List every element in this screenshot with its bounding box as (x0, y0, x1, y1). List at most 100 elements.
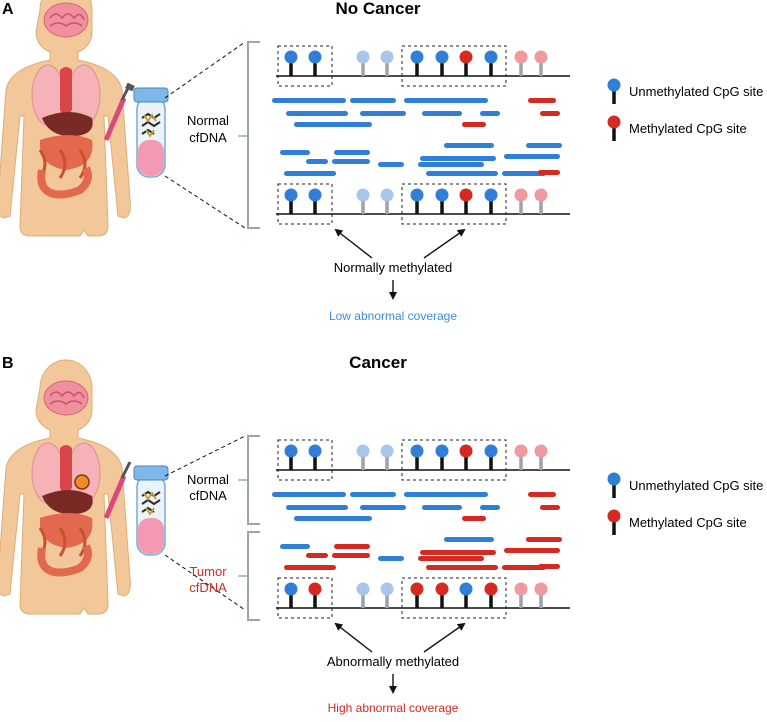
cfdna-fragment (306, 159, 328, 164)
unmethylated-cpg-site (410, 50, 424, 76)
cfdna-fragment (526, 143, 562, 148)
cfdna-fragment (360, 111, 406, 116)
cfdna-fragment (334, 544, 370, 549)
cfdna-fragment (422, 505, 462, 510)
cfdna-fragment (334, 150, 370, 155)
panel-b: B Cancer (0, 353, 570, 715)
panel-a-title: No Cancer (335, 0, 420, 18)
cfdna-fragment (462, 122, 486, 127)
legend-b-methylated-label: Methylated CpG site (629, 515, 747, 530)
cfdna-fragment (422, 111, 462, 116)
cfdna-fragment (526, 537, 562, 542)
cfdna-fragment (280, 150, 310, 155)
unmethylated-cpg-site (484, 444, 498, 470)
methylated-cpg-site (435, 582, 449, 608)
unmethylated-cpg-site (356, 50, 370, 76)
cfdna-fragment (272, 98, 346, 103)
cfdna-fragment (538, 564, 560, 569)
cfdna-fragment (502, 171, 546, 176)
cfdna-fragment (280, 544, 310, 549)
cfdna-fragment (332, 553, 370, 558)
unmethylated-cpg-site (284, 582, 298, 608)
cfdna-fragment (504, 548, 560, 553)
blood-tube (133, 87, 169, 178)
unmethylated-cpg-site (380, 444, 394, 470)
unmethylated-cpg-site (484, 50, 498, 76)
methylated-cpg-site (514, 444, 528, 470)
unmethylated-cpg-site (308, 188, 322, 214)
cfdna-fragment (538, 170, 560, 175)
cfdna-fragment (480, 111, 500, 116)
panel-a: A No Cancer (0, 0, 570, 323)
panel-b-top-cpg-sites (284, 444, 548, 470)
panel-b-annotation: Abnormally methylated (327, 654, 459, 669)
panel-a-cfdna-fragments (272, 98, 562, 176)
unmethylated-cpg-site (459, 582, 473, 608)
methylated-cpg-site (534, 444, 548, 470)
cfdna-fragment (462, 516, 486, 521)
methylated-legend-icon (607, 115, 621, 141)
methylated-legend-icon (607, 509, 621, 535)
methylated-cpg-site (459, 444, 473, 470)
unmethylated-cpg-site (380, 50, 394, 76)
unmethylated-cpg-site (435, 50, 449, 76)
methylated-cpg-site (484, 582, 498, 608)
cfdna-fragment (426, 171, 498, 176)
cfdna-fragment (418, 556, 484, 561)
methylated-cpg-site (514, 188, 528, 214)
panel-b-normal-label-1: Normal (187, 472, 229, 487)
human-body-figure-with-tumor (0, 359, 131, 615)
panel-b-title: Cancer (349, 353, 407, 372)
unmethylated-cpg-site (356, 582, 370, 608)
cfdna-fragment (444, 143, 494, 148)
cfdna-fragment (528, 98, 556, 103)
cfdna-fragment (502, 565, 546, 570)
cfdna-fragment (284, 171, 336, 176)
methylated-cpg-site (514, 50, 528, 76)
unmethylated-cpg-site (435, 188, 449, 214)
cfdna-fragment (444, 537, 494, 542)
cfdna-fragment (378, 556, 404, 561)
panel-b-tumor-label-1: Tumor (189, 564, 227, 579)
panel-b-normal-label-2: cfDNA (189, 488, 227, 503)
cfdna-fragment (350, 492, 396, 497)
panel-b-cfdna-fragments (272, 492, 562, 570)
syringe-icon (103, 82, 135, 141)
methylated-cpg-site (534, 50, 548, 76)
panel-a-normal-label-1: Normal (187, 113, 229, 128)
cfdna-fragment (332, 159, 370, 164)
cfdna-fragment (378, 162, 404, 167)
panel-b-coverage: High abnormal coverage (328, 701, 459, 715)
methylated-cpg-site (459, 50, 473, 76)
unmethylated-cpg-site (308, 444, 322, 470)
cfdna-fragment (480, 505, 500, 510)
cfdna-fragment (286, 111, 348, 116)
unmethylated-legend-icon (607, 78, 621, 104)
unmethylated-cpg-site (380, 582, 394, 608)
syringe-icon (103, 461, 132, 519)
cfdna-fragment (272, 492, 346, 497)
legend-b-unmethylated-label: Unmethylated CpG site (629, 478, 763, 493)
panel-b-bottom-cpg-sites (284, 582, 548, 608)
unmethylated-cpg-site (410, 188, 424, 214)
unmethylated-cpg-site (308, 50, 322, 76)
panel-b-tumor-label-2: cfDNA (189, 580, 227, 595)
cfdna-fragment (420, 156, 496, 161)
legend-a: Unmethylated CpG site Methylated CpG sit… (607, 78, 763, 141)
cfdna-fragment (504, 154, 560, 159)
cfdna-fragment (294, 516, 372, 521)
cfdna-fragment (284, 565, 336, 570)
legend-a-unmethylated-label: Unmethylated CpG site (629, 84, 763, 99)
cfdna-fragment (404, 98, 488, 103)
cfdna-fragment (540, 111, 560, 116)
unmethylated-cpg-site (356, 444, 370, 470)
tumor-icon (74, 474, 90, 490)
panel-a-letter: A (2, 1, 14, 18)
cfdna-fragment (418, 162, 484, 167)
unmethylated-cpg-site (380, 188, 394, 214)
legend-b: Unmethylated CpG site Methylated CpG sit… (607, 472, 763, 535)
human-body-figure (0, 0, 131, 237)
cfdna-fragment (306, 553, 328, 558)
methylated-cpg-site (514, 582, 528, 608)
